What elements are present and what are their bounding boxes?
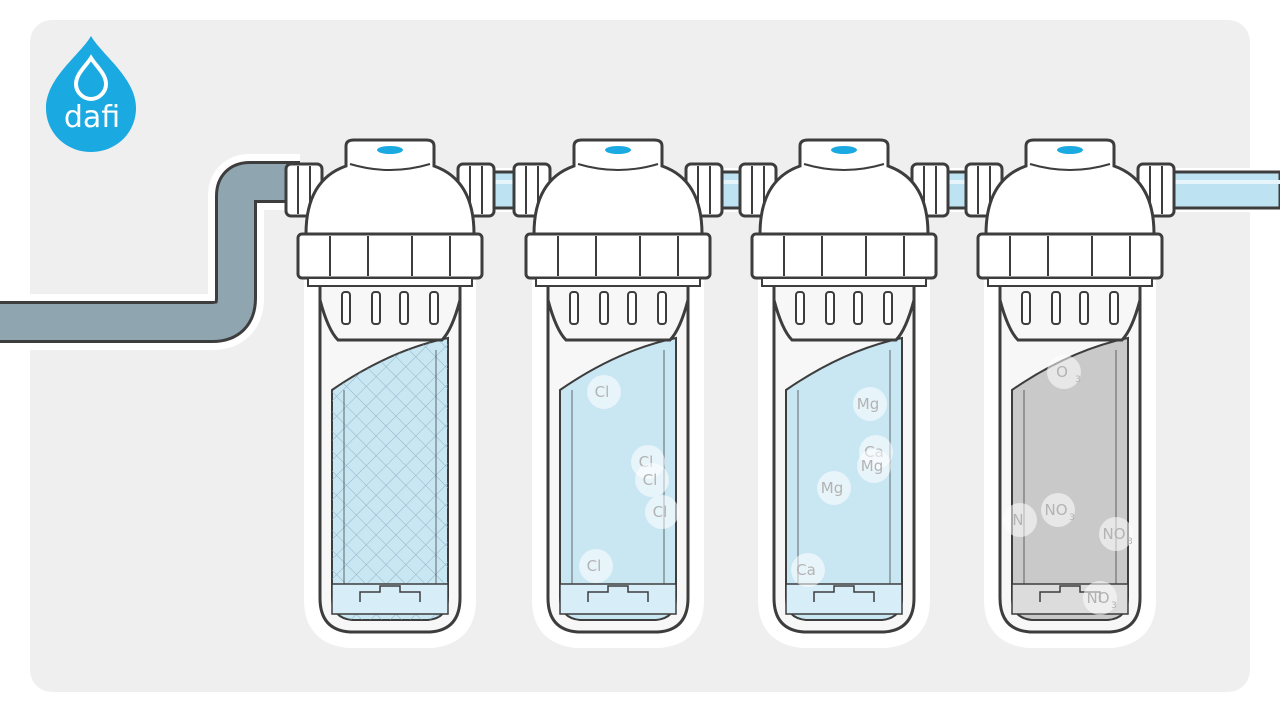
cap-indicator-icon (831, 146, 857, 154)
particle-bubble (1099, 517, 1133, 551)
particle-mg: Mg (853, 387, 887, 421)
particle-label: O (1056, 363, 1068, 381)
particle-subscript: 3 (1069, 513, 1075, 523)
particle-bubble (857, 449, 891, 483)
particle-ca: Ca (791, 553, 825, 587)
particle-bubble (587, 375, 621, 409)
particle-bubble (1041, 493, 1075, 527)
filter-housing-mesh (284, 138, 496, 648)
particle-label: N (1012, 511, 1023, 529)
bowl-neck (546, 280, 690, 342)
particle-bubble (1047, 355, 1081, 389)
cartridge-base (559, 583, 677, 615)
particle-bubble (579, 549, 613, 583)
inlet-pipe (0, 154, 300, 350)
particle-mg: Mg (857, 449, 891, 483)
filter-head (532, 138, 704, 236)
mesh-screen (332, 338, 448, 620)
particle-label: Mg (857, 395, 879, 413)
locking-ring (976, 232, 1164, 280)
locking-ring (750, 232, 938, 280)
dafi-logo (46, 36, 136, 152)
particle-bubble (853, 387, 887, 421)
particle-cl: Cl (645, 495, 679, 529)
locking-ring (524, 232, 712, 280)
particle-bubble (645, 495, 679, 529)
particle-bubble (1083, 581, 1117, 615)
particle-label: Cl (595, 383, 610, 401)
particle-cl: Cl (579, 549, 613, 583)
particle-cl: Cl (635, 463, 669, 497)
particle-label: Mg (861, 457, 883, 475)
particle-bubble (791, 553, 825, 587)
particle-mg: Mg (817, 471, 851, 505)
bowl-neck (998, 280, 1142, 342)
filter-head (984, 138, 1156, 236)
particle-subscript: 3 (1075, 375, 1081, 385)
particle-label: Cl (653, 503, 668, 521)
particle-subscript: 3 (1127, 537, 1133, 547)
logo-drop-icon (46, 36, 136, 152)
filter-housing-hardness: MgCaMgMgCa (738, 138, 950, 648)
filter-head (758, 138, 930, 236)
bowl-neck (772, 280, 916, 342)
particle-bubble (817, 471, 851, 505)
particle-cl: Cl (587, 375, 621, 409)
logo-wordmark: dafi (63, 100, 121, 135)
particle-label: Cl (587, 557, 602, 575)
particle-label: NO (1044, 501, 1067, 519)
particle-bubble (635, 463, 669, 497)
cap-indicator-icon (605, 146, 631, 154)
particle-label: NO (1102, 525, 1125, 543)
particle-label: NO (1086, 589, 1109, 607)
cartridge-base (331, 583, 449, 615)
cap-indicator-icon (1057, 146, 1083, 154)
filter-head (304, 138, 476, 236)
particle-n: N (1003, 503, 1037, 537)
cartridge-base (785, 583, 903, 615)
particle-bubble (1003, 503, 1037, 537)
particle-label: Ca (796, 561, 816, 579)
particle-label: Mg (821, 479, 843, 497)
logo-inner-drop-icon (73, 54, 109, 102)
particle-subscript: 3 (1111, 601, 1117, 611)
particle-label: Cl (643, 471, 658, 489)
bowl-neck (318, 280, 462, 342)
cap-indicator-icon (377, 146, 403, 154)
locking-ring (296, 232, 484, 280)
